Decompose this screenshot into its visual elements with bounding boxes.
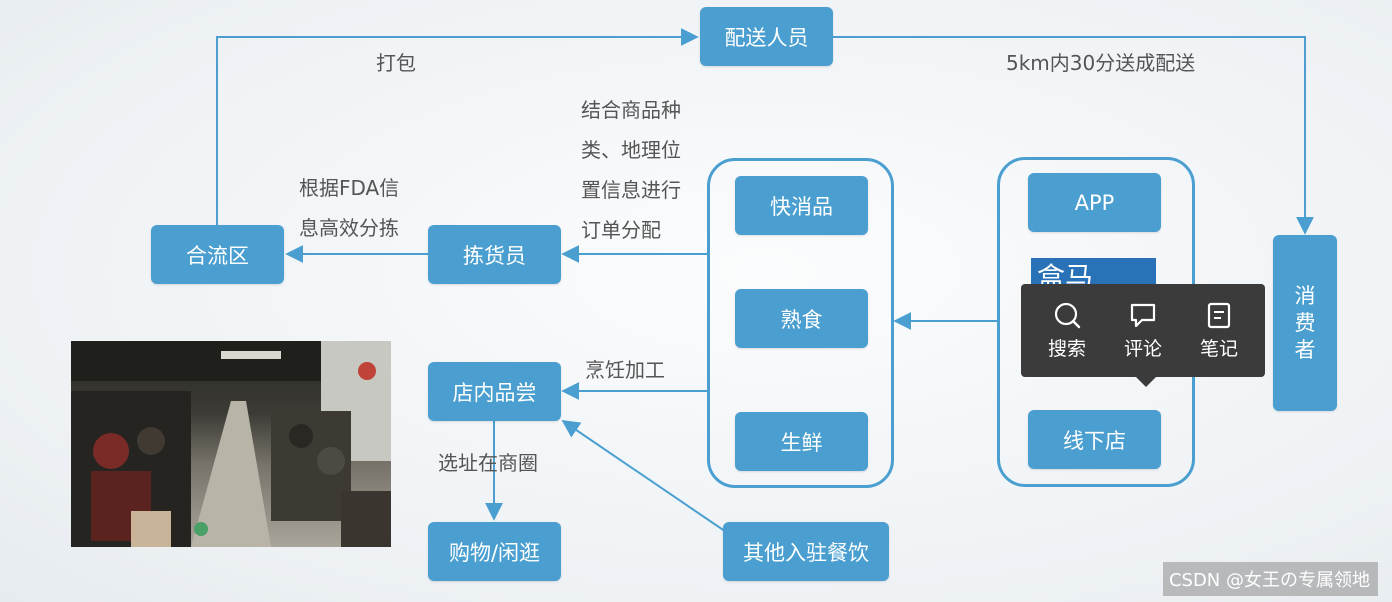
pack-label: 打包 — [376, 51, 416, 75]
comment-icon — [1130, 303, 1156, 328]
other-restaurants-box: 其他入驻餐饮 — [723, 522, 889, 581]
fmcg-box: 快消品 — [735, 176, 868, 235]
fda-label: 根据FDA信 息高效分拣 — [299, 168, 399, 248]
csdn-watermark: CSDN @女王の专属领地 — [1162, 562, 1378, 596]
popup-pointer — [1135, 376, 1157, 387]
fda-label-line-2: 息高效分拣 — [299, 216, 399, 240]
consumer-char-3: 者 — [1294, 337, 1316, 362]
arrow-merge-to-delivery — [216, 28, 699, 225]
merge-zone-box: 合流区 — [151, 225, 284, 284]
popup-note-label: 笔记 — [1199, 338, 1238, 360]
store-interior-photo — [71, 341, 391, 547]
search-icon — [1054, 302, 1081, 329]
in-store-tasting-box: 店内品尝 — [428, 362, 561, 421]
arrow-delivery-to-consumer — [833, 36, 1314, 235]
cooking-label: 烹饪加工 — [585, 358, 665, 382]
allocation-line-1: 结合商品种 — [581, 98, 681, 122]
selection-popup-toolbar: 搜索 评论 笔记 — [1021, 284, 1265, 387]
delivery-promise-label: 5km内30分送成配送 — [1006, 51, 1196, 75]
offline-store-box: 线下店 — [1028, 410, 1161, 469]
delivery-staff-box: 配送人员 — [700, 7, 833, 66]
picker-box: 拣货员 — [428, 225, 561, 284]
allocation-label: 结合商品种 类、地理位 置信息进行 订单分配 — [581, 90, 681, 250]
fresh-food-box: 生鲜 — [735, 412, 868, 471]
popup-comment-label: 评论 — [1123, 338, 1162, 360]
arrow-other-to-tasting — [561, 419, 736, 539]
note-icon — [1207, 302, 1231, 329]
popup-comment-button[interactable]: 评论 — [1115, 300, 1171, 361]
consumer-box: 消 费 者 — [1273, 235, 1337, 411]
fda-label-line-1: 根据FDA信 — [299, 176, 400, 200]
popup-search-button[interactable]: 搜索 — [1039, 300, 1095, 361]
allocation-line-4: 订单分配 — [581, 218, 661, 242]
product-category-group — [707, 158, 894, 488]
allocation-line-2: 类、地理位 — [581, 138, 681, 162]
consumer-char-1: 消 — [1294, 283, 1316, 308]
popup-note-button[interactable]: 笔记 — [1191, 300, 1247, 361]
site-selection-label: 选址在商圈 — [438, 451, 538, 475]
allocation-line-3: 置信息进行 — [581, 178, 681, 202]
app-box: APP — [1028, 173, 1161, 232]
consumer-char-2: 费 — [1294, 310, 1316, 335]
shopping-box: 购物/闲逛 — [428, 522, 561, 581]
cooked-food-box: 熟食 — [735, 289, 868, 348]
popup-search-label: 搜索 — [1047, 338, 1086, 360]
